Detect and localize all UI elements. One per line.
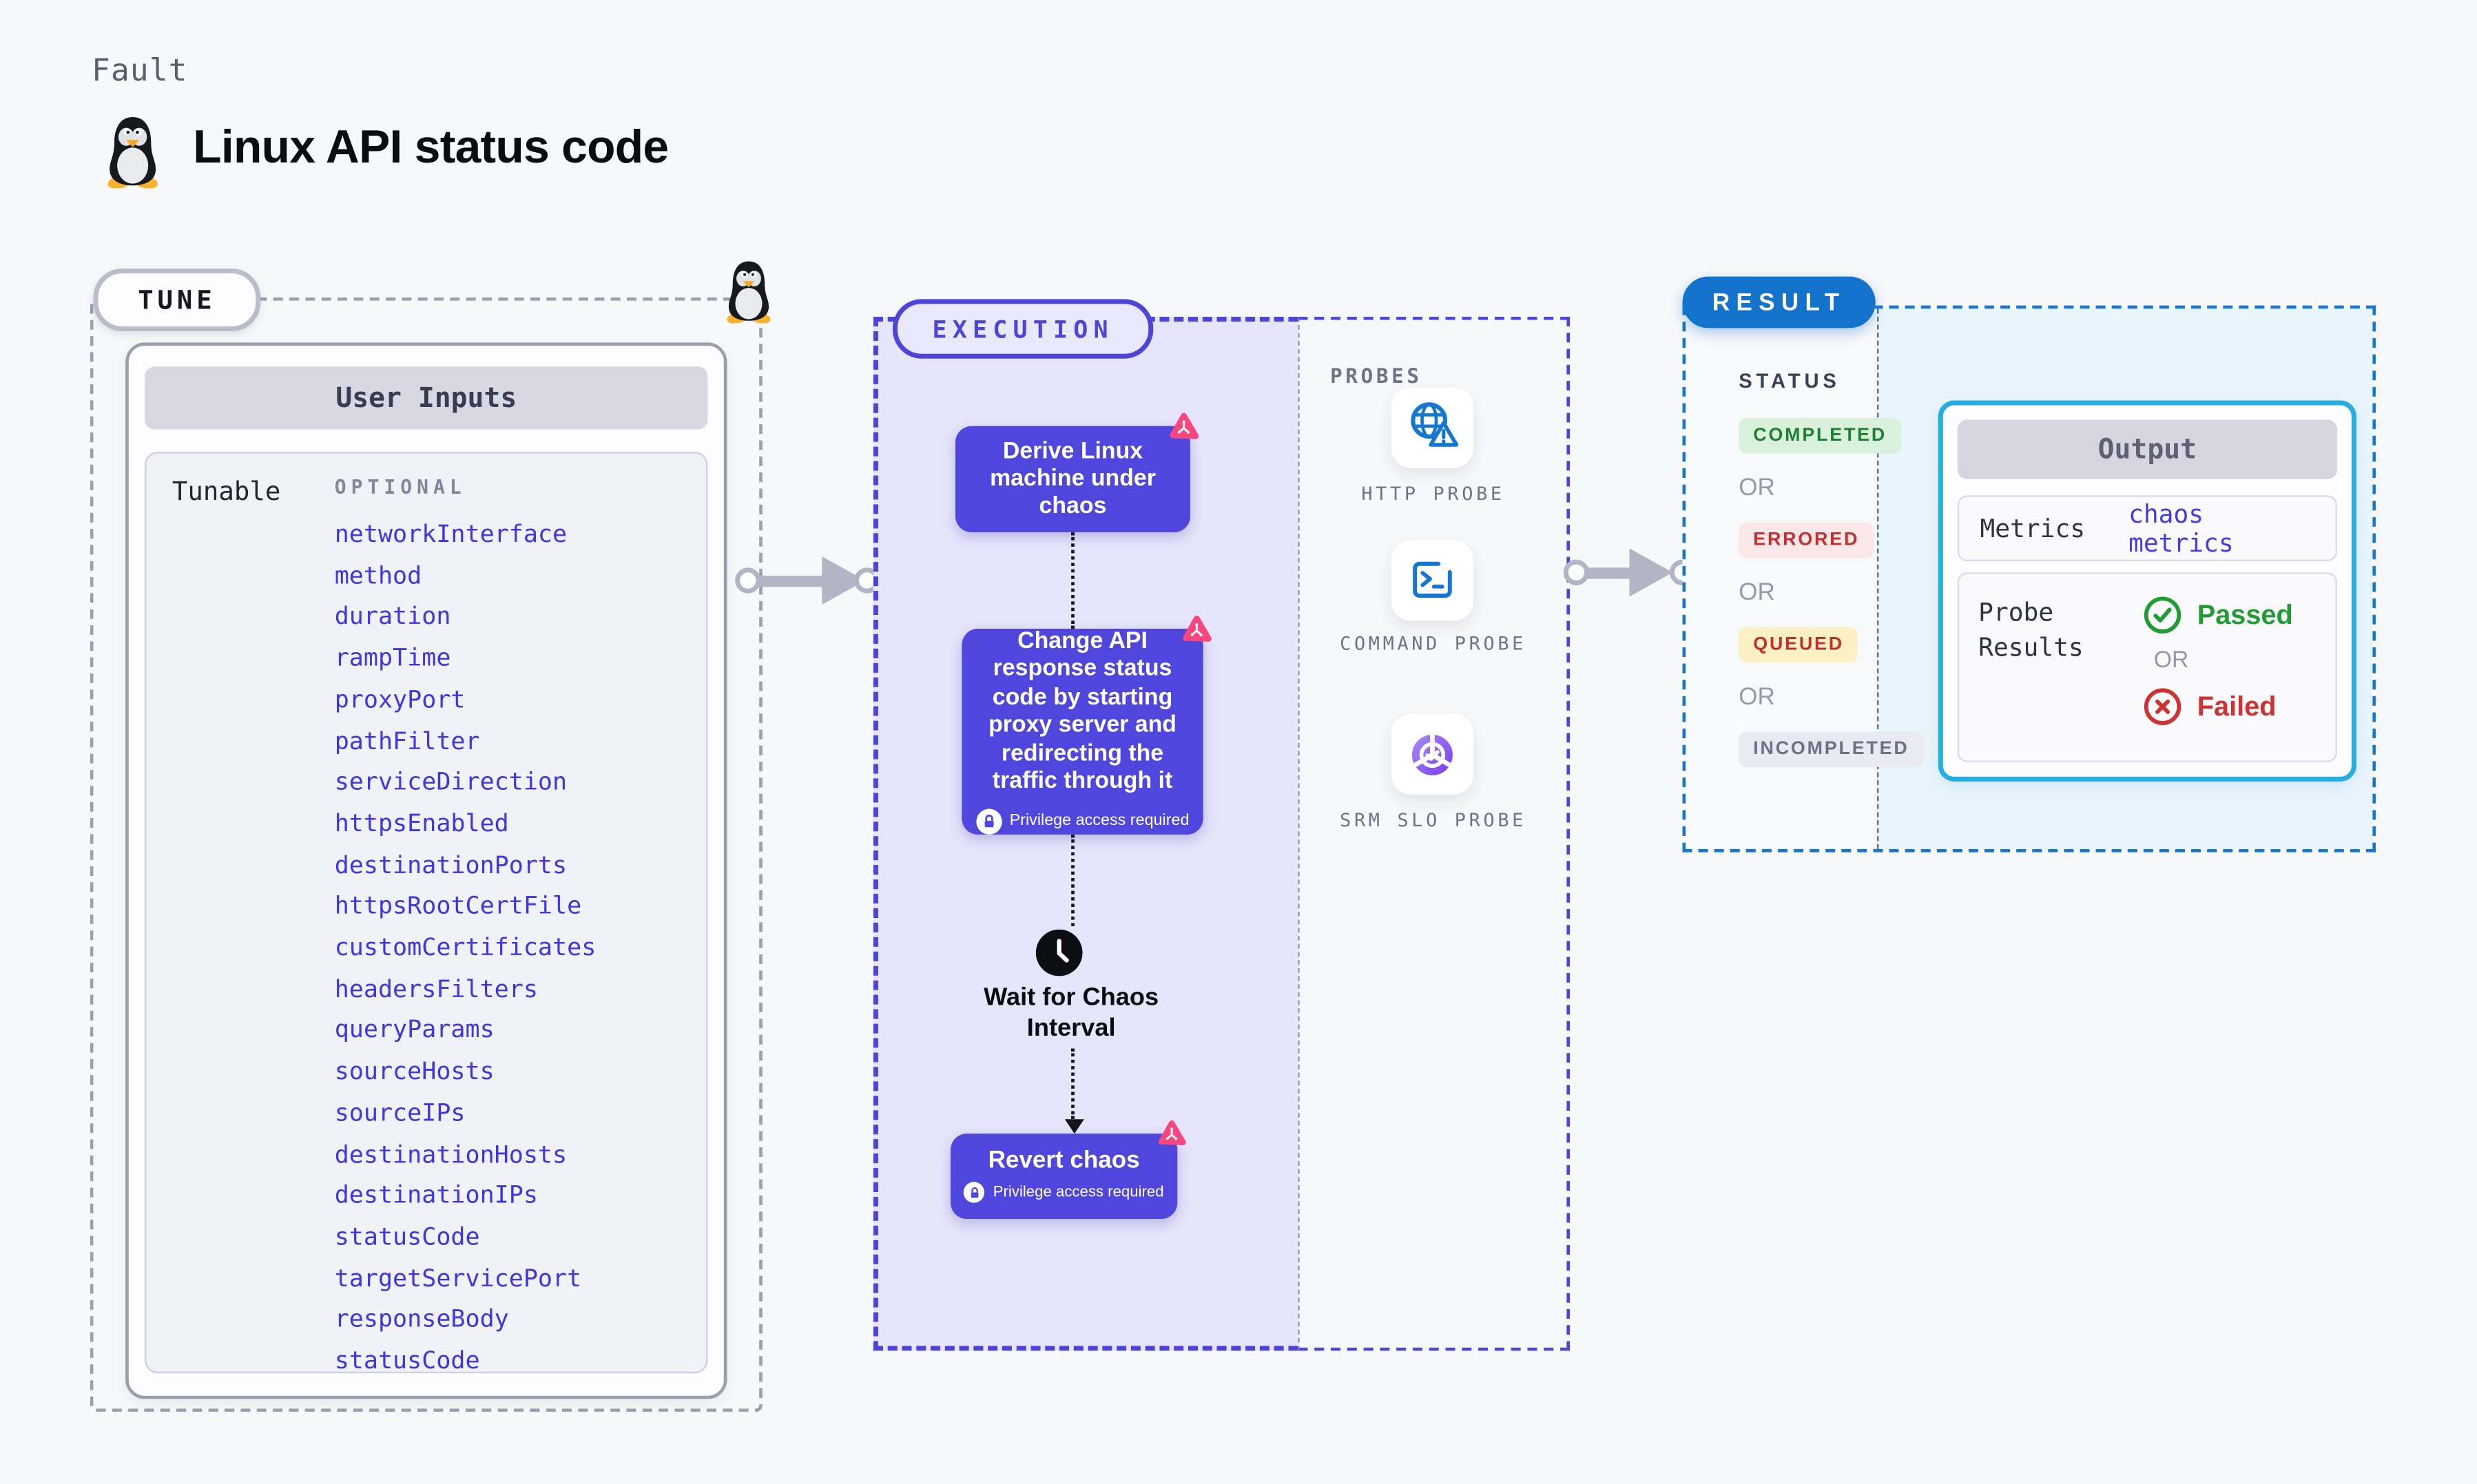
chaos-logo-icon bbox=[1181, 614, 1213, 647]
tunable-link[interactable]: serviceDirection bbox=[334, 767, 568, 797]
output-panel: Output Metrics chaos metrics Probe Resul… bbox=[1938, 400, 2356, 782]
tunable-link[interactable]: statusCode bbox=[334, 1222, 480, 1251]
step-revert-chaos: Revert chaos Privilege access required bbox=[951, 1133, 1177, 1220]
status-label: STATUS bbox=[1739, 370, 1841, 393]
probe-label: SRM SLO PROBE bbox=[1340, 808, 1527, 832]
tunable-link[interactable]: httpsEnabled bbox=[334, 808, 509, 838]
step-label: Derive Linux machine under chaos bbox=[990, 438, 1156, 519]
tux-penguin-icon bbox=[106, 116, 159, 189]
flow-connector bbox=[1071, 1048, 1075, 1120]
execution-badge: EXECUTION bbox=[892, 299, 1154, 359]
status-badge-queued: QUEUED bbox=[1739, 627, 1858, 663]
chaos-logo-icon bbox=[1168, 412, 1200, 444]
tunable-link[interactable]: duration bbox=[334, 602, 451, 631]
failed-label: Failed bbox=[2197, 690, 2277, 722]
lock-icon bbox=[964, 1182, 986, 1203]
metrics-row: Metrics chaos metrics bbox=[1957, 495, 2337, 561]
tunable-link[interactable]: networkInterface bbox=[334, 519, 568, 549]
flow-connector bbox=[1071, 834, 1075, 927]
http-probe-card bbox=[1391, 387, 1473, 468]
slo-donut-check-icon bbox=[1411, 733, 1453, 775]
step-derive-machine: Derive Linux machine under chaos bbox=[955, 426, 1190, 532]
tunable-link[interactable]: statusCode bbox=[334, 1346, 480, 1375]
passed-label: Passed bbox=[2197, 598, 2293, 630]
tunable-link[interactable]: destinationPorts bbox=[334, 850, 568, 879]
tunable-link[interactable]: responseBody bbox=[334, 1304, 509, 1334]
tunable-link[interactable]: proxyPort bbox=[334, 684, 466, 714]
tune-badge: TUNE bbox=[93, 268, 261, 332]
step-label: Revert chaos bbox=[988, 1146, 1140, 1174]
probes-section-label: PROBES bbox=[1330, 363, 1422, 388]
terminal-icon bbox=[1411, 561, 1451, 598]
check-circle-icon bbox=[2144, 596, 2181, 634]
or-label: OR bbox=[1739, 474, 1775, 502]
privilege-note: Privilege access required bbox=[993, 1183, 1164, 1202]
clock-icon bbox=[1035, 929, 1083, 976]
tunable-link[interactable]: pathFilter bbox=[334, 726, 480, 755]
probe-results-row: Probe Results Passed OR Failed bbox=[1957, 572, 2337, 762]
output-title: Output bbox=[1957, 419, 2337, 479]
tunable-link[interactable]: httpsRootCertFile bbox=[334, 891, 582, 921]
probe-label: COMMAND PROBE bbox=[1340, 631, 1527, 655]
tunable-column-label: Tunable bbox=[172, 476, 281, 507]
globe-warning-icon bbox=[1410, 402, 1458, 447]
tux-penguin-icon bbox=[725, 261, 772, 324]
tune-region bbox=[90, 297, 763, 1412]
fault-kicker: Fault bbox=[92, 53, 188, 89]
tunable-link[interactable]: targetServicePort bbox=[334, 1263, 582, 1293]
probe-label: HTTP PROBE bbox=[1361, 482, 1505, 505]
x-circle-icon bbox=[2144, 688, 2181, 725]
page-title: Linux API status code bbox=[193, 122, 669, 174]
chaos-metrics-link[interactable]: chaos metrics bbox=[2128, 499, 2234, 558]
result-badge: RESULT bbox=[1682, 276, 1876, 328]
command-probe-card bbox=[1391, 540, 1473, 621]
step-change-status-code: Change API response status code by start… bbox=[962, 629, 1203, 835]
metrics-label: Metrics bbox=[1980, 514, 2086, 543]
tunable-link[interactable]: destinationIPs bbox=[334, 1180, 538, 1210]
or-label: OR bbox=[2153, 648, 2189, 674]
user-inputs-panel: User Inputs Tunable OPTIONAL networkInte… bbox=[125, 342, 727, 1399]
status-badge-completed: COMPLETED bbox=[1739, 418, 1902, 454]
tunable-link[interactable]: method bbox=[334, 561, 422, 590]
step-label: Change API response status code by start… bbox=[988, 628, 1177, 795]
privilege-note: Privilege access required bbox=[1009, 811, 1190, 830]
arrow-down-icon bbox=[1064, 1119, 1084, 1134]
tunable-link[interactable]: sourceIPs bbox=[334, 1098, 466, 1127]
tunable-link[interactable]: headersFilters bbox=[334, 974, 538, 1003]
or-label: OR bbox=[1739, 578, 1775, 607]
tunable-link[interactable]: queryParams bbox=[334, 1015, 495, 1045]
status-column: STATUS COMPLETED OR ERRORED OR QUEUED OR… bbox=[1739, 370, 1924, 767]
tunables-table: Tunable OPTIONAL networkInterface method… bbox=[145, 452, 708, 1375]
optional-label: OPTIONAL bbox=[334, 476, 466, 499]
or-label: OR bbox=[1739, 683, 1775, 711]
wait-for-chaos-label: Wait for Chaos Interval bbox=[984, 984, 1159, 1043]
status-badge-incompleted: INCOMPLETED bbox=[1739, 731, 1924, 767]
tunable-link[interactable]: customCertificates bbox=[334, 932, 597, 962]
result-divider bbox=[1877, 309, 1879, 849]
chaos-logo-icon bbox=[1157, 1119, 1187, 1149]
lock-icon bbox=[975, 808, 1002, 834]
probes-region bbox=[1298, 317, 1571, 1351]
flow-connector bbox=[1071, 532, 1075, 629]
tunable-link[interactable]: rampTime bbox=[334, 643, 451, 673]
user-inputs-title: User Inputs bbox=[145, 366, 708, 430]
tunable-link[interactable]: sourceHosts bbox=[334, 1056, 495, 1086]
srm-slo-probe-card bbox=[1391, 713, 1473, 795]
probe-results-label: Probe Results bbox=[1978, 598, 2084, 663]
status-badge-errored: ERRORED bbox=[1739, 522, 1874, 558]
tunable-link[interactable]: destinationHosts bbox=[334, 1139, 568, 1169]
